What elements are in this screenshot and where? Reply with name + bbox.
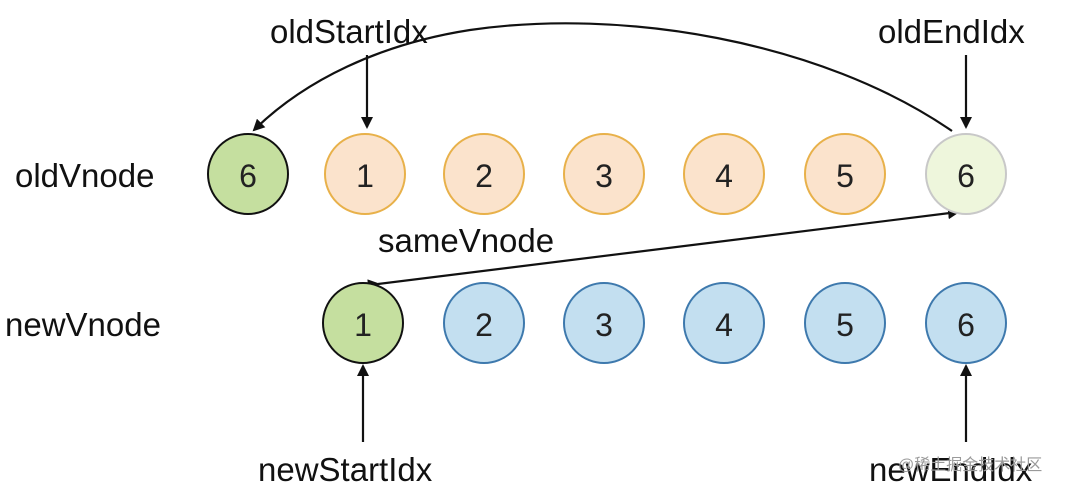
old-vnode-node-6-circle <box>804 133 886 215</box>
new-vnode-node-2-circle <box>443 282 525 364</box>
old-vnode-node-3-label: 2 <box>475 158 493 194</box>
new-vnode-node-3-circle <box>563 282 645 364</box>
new-vnode-node-5-label: 5 <box>836 307 854 343</box>
new-vnode-node-6-label: 6 <box>957 307 975 343</box>
old-vnode-node-7: 6 <box>925 133 1007 215</box>
new-vnode-node-3-label: 3 <box>595 307 613 343</box>
old-vnode-node-2-circle <box>324 133 406 215</box>
old-vnode-node-2-label: 1 <box>356 158 374 194</box>
old-vnode-label: oldVnode <box>15 157 154 194</box>
new-vnode-node-3: 3 <box>563 282 645 364</box>
new-vnode-node-4-label: 4 <box>715 307 733 343</box>
new-end-idx-label: newEndIdx <box>869 451 1033 488</box>
watermark: @稀土掘金技术社区 <box>898 456 1042 474</box>
new-vnode-node-4: 4 <box>683 282 765 364</box>
old-vnode-node-6: 5 <box>804 133 886 215</box>
new-start-idx-label: newStartIdx <box>258 451 433 488</box>
old-vnode-node-6-label: 5 <box>836 158 854 194</box>
same-vnode-label: sameVnode <box>378 222 554 259</box>
new-vnode-node-1-label: 1 <box>354 307 372 343</box>
old-vnode-node-3-circle <box>443 133 525 215</box>
old-end-idx-label: oldEndIdx <box>878 13 1025 50</box>
new-vnode-node-2: 2 <box>443 282 525 364</box>
move-curve-arrow <box>252 22 953 132</box>
old-vnode-node-1-label: 6 <box>239 158 257 194</box>
old-vnode-node-7-circle <box>925 133 1007 215</box>
new-vnode-node-5: 5 <box>804 282 886 364</box>
old-vnode-node-4-label: 3 <box>595 158 613 194</box>
old-vnode-node-5: 4 <box>683 133 765 215</box>
old-vnode-node-4: 3 <box>563 133 645 215</box>
old-vnode-node-5-label: 4 <box>715 158 733 194</box>
old-vnode-node-3: 2 <box>443 133 525 215</box>
old-vnode-node-5-circle <box>683 133 765 215</box>
old-start-idx-label: oldStartIdx <box>270 13 428 50</box>
old-vnode-node-1-circle <box>207 133 289 215</box>
old-vnode-node-7-label: 6 <box>957 158 975 194</box>
old-vnode-node-4-circle <box>563 133 645 215</box>
new-vnode-label: newVnode <box>5 306 161 343</box>
new-vnode-node-2-label: 2 <box>475 307 493 343</box>
old-vnode-node-1: 6 <box>207 133 289 215</box>
new-vnode-node-6-circle <box>925 282 1007 364</box>
new-vnode-node-1-circle <box>322 282 404 364</box>
new-vnode-node-1: 1 <box>322 282 404 364</box>
old-vnode-node-2: 1 <box>324 133 406 215</box>
new-vnode-node-4-circle <box>683 282 765 364</box>
new-vnode-node-5-circle <box>804 282 886 364</box>
new-vnode-row: 1 2 3 4 5 6 <box>322 282 1007 364</box>
old-vnode-row: 6 1 2 3 4 5 6 <box>207 133 1007 215</box>
same-vnode-double-arrow <box>367 207 960 292</box>
new-vnode-node-6: 6 <box>925 282 1007 364</box>
